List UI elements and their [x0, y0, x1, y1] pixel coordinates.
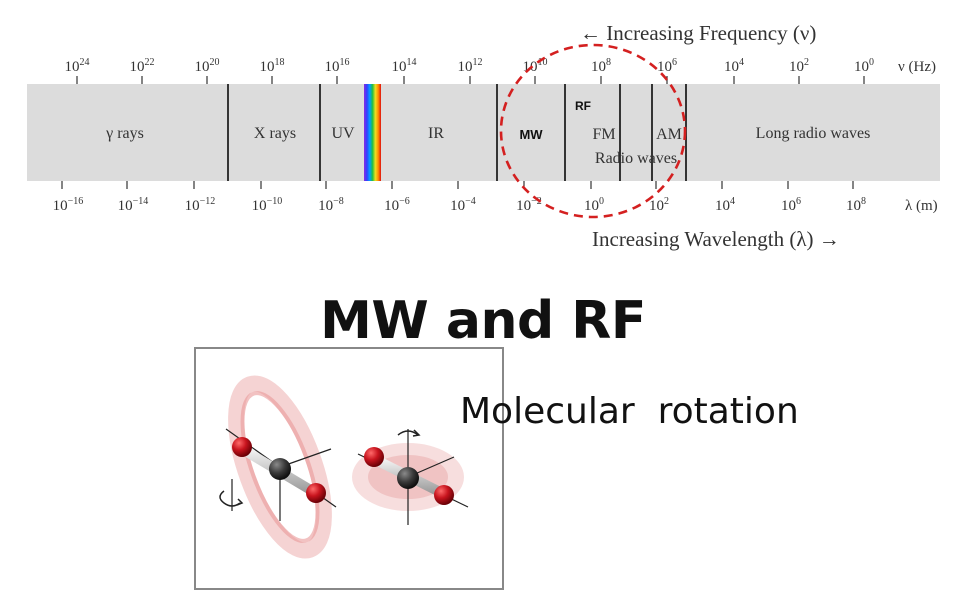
- page-title: MW and RF: [320, 291, 646, 351]
- molecule-rotation-figure: [194, 347, 504, 590]
- wavelength-tick-marks: [61, 181, 854, 189]
- freq-tick: 104: [724, 57, 744, 75]
- molecule-rotation-illustration: [219, 375, 469, 559]
- wavelength-direction-label: Increasing Wavelength (λ) →: [592, 227, 840, 251]
- freq-tick: 1018: [260, 57, 285, 75]
- freq-tick: 1012: [458, 57, 483, 75]
- x-rays-label: X rays: [254, 125, 296, 142]
- wl-tick: 108: [846, 196, 866, 214]
- freq-tick: 108: [591, 57, 611, 75]
- visible-light-band: [364, 84, 381, 181]
- wl-tick: 104: [715, 196, 735, 214]
- wl-tick: 10−8: [318, 196, 344, 214]
- wavelength-tick-labels: 10−16 10−14 10−12 10−10 10−8 10−6 10−4 1…: [53, 196, 866, 214]
- rf-label: RF: [575, 99, 591, 113]
- am-label: AM: [656, 126, 682, 143]
- ir-label: IR: [428, 125, 444, 142]
- wl-tick: 100: [584, 196, 604, 214]
- wl-tick: 106: [781, 196, 801, 214]
- freq-tick: 1020: [195, 57, 220, 75]
- wl-tick: 10−16: [53, 196, 84, 214]
- wl-tick: 10−4: [450, 196, 476, 214]
- wl-tick: 102: [649, 196, 669, 214]
- frequency-tick-marks: [76, 76, 865, 84]
- wl-tick: 10−6: [384, 196, 410, 214]
- freq-tick: 100: [854, 57, 874, 75]
- wl-tick: 10−10: [252, 196, 283, 214]
- frequency-unit: ν (Hz): [898, 59, 936, 75]
- spectrum-band: [27, 84, 940, 181]
- wavelength-unit: λ (m): [905, 198, 938, 214]
- mw-label: MW: [519, 127, 543, 142]
- wl-tick: 10−12: [185, 196, 216, 214]
- mw-rf-highlight-circle: [499, 43, 687, 219]
- molecule-right: [352, 429, 469, 525]
- molecule-left: [219, 375, 337, 559]
- freq-tick: 1024: [65, 57, 90, 75]
- freq-tick: 102: [789, 57, 809, 75]
- wl-tick: 10−2: [516, 196, 542, 214]
- radio-waves-label: Radio waves: [595, 150, 677, 167]
- long-radio-waves-label: Long radio waves: [756, 125, 871, 142]
- freq-tick: 1014: [392, 57, 417, 75]
- freq-tick: 1022: [130, 57, 155, 75]
- molecular-rotation-caption: Molecular rotation: [460, 391, 799, 432]
- frequency-direction-label: ← Increasing Frequency (ν): [580, 21, 816, 45]
- uv-label: UV: [331, 125, 355, 142]
- frequency-tick-labels: 1024 1022 1020 1018 1016 1014 1012 1010 …: [65, 57, 875, 75]
- spectrum-diagram: ← Increasing Frequency (ν) 1024 1022 102…: [27, 21, 940, 251]
- gamma-rays-label: γ rays: [105, 125, 144, 142]
- freq-tick: 106: [657, 57, 677, 75]
- fm-label: FM: [592, 126, 615, 143]
- freq-tick: 1016: [325, 57, 350, 75]
- wl-tick: 10−14: [118, 196, 149, 214]
